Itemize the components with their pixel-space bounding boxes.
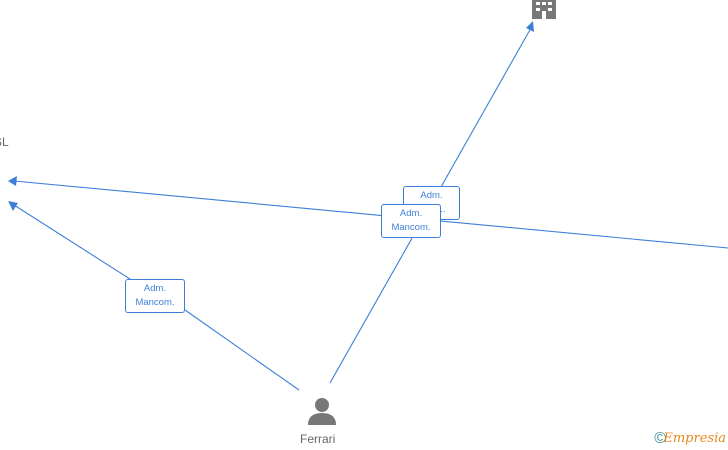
edge-label-front-line2: Mancom. xyxy=(391,222,431,233)
person-icon[interactable] xyxy=(306,396,338,426)
edge-label-left-line1: Adm. xyxy=(143,283,167,294)
edge-label-front-line1: Adm. xyxy=(399,208,423,219)
edge-person-to-left xyxy=(13,204,300,391)
edge-label-top-line1: Adm. xyxy=(420,190,443,201)
brand-logo: Empresia xyxy=(663,431,726,446)
building-icon[interactable] xyxy=(530,0,560,20)
edge-label-top-line2: ... xyxy=(437,204,446,215)
copyright-symbol: © xyxy=(654,430,666,447)
arrowhead-top xyxy=(526,21,534,32)
arrowhead-left-lower xyxy=(8,201,18,211)
edge-right-to-left xyxy=(13,180,728,249)
arrowhead-left-upper xyxy=(8,176,17,186)
edge-label-front: Adm. Mancom. xyxy=(381,204,441,238)
edge-label-left: Adm. Mancom. xyxy=(125,279,185,313)
edge-label-left-line2: Mancom. xyxy=(135,297,175,308)
company-label-left[interactable]: SL xyxy=(0,135,9,149)
person-name[interactable]: Ferrari xyxy=(300,432,336,446)
